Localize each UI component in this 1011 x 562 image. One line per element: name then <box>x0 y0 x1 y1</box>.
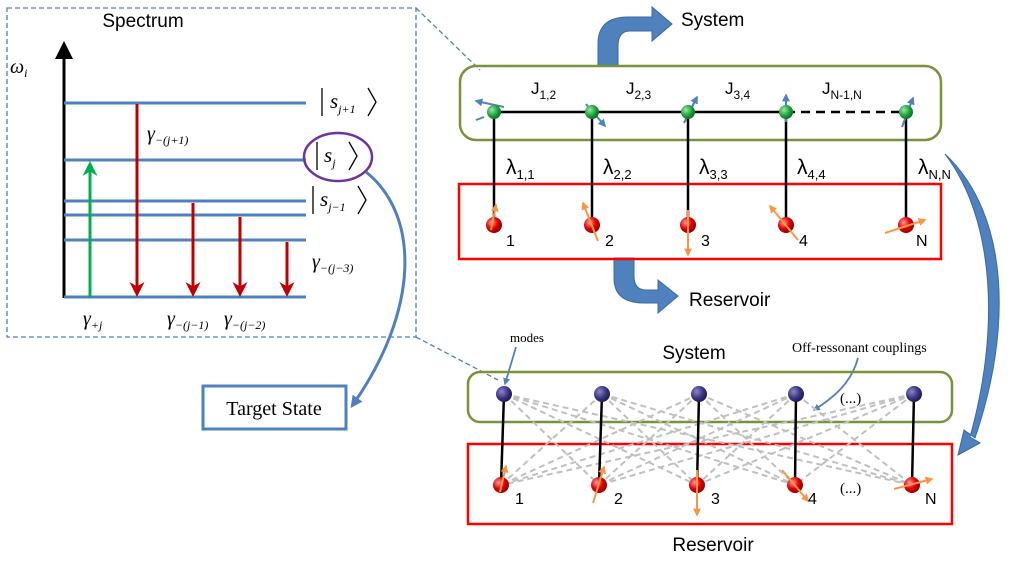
mode-node-4 <box>788 386 804 402</box>
ket-s-j-plus-1: sj+1 <box>321 87 377 117</box>
modes-pointer <box>503 346 517 386</box>
bottom-spin-labels: 1 2 3 4 N <box>515 491 937 508</box>
svg-text:3: 3 <box>701 233 710 250</box>
svg-text:2: 2 <box>614 491 623 508</box>
svg-text:1: 1 <box>515 491 524 508</box>
rate-gamma-plus-j: γ+j <box>83 308 103 332</box>
svg-text:3: 3 <box>711 491 720 508</box>
system-up-arrow <box>597 5 673 67</box>
off-resonant-couplings <box>500 393 915 486</box>
lambda-label-n: λN,N <box>918 156 951 182</box>
top-spin-1 <box>486 217 502 233</box>
ellipsis-top: (...) <box>840 391 861 407</box>
lambda-labels: λ1,1 λ2,2 λ3,3 λ4,4 λN,N <box>506 156 951 182</box>
target-level-ellipse <box>302 131 374 183</box>
svg-text:sj: sj <box>324 143 336 170</box>
top-reservoir-spins <box>486 201 927 257</box>
rate-labels: γ−(j+1) γ−(j−3) γ+j γ−(j−1) γ−(j−2) <box>83 123 353 332</box>
svg-text:sj+1: sj+1 <box>330 89 356 116</box>
j-label-2-3: J2,3 <box>626 79 652 102</box>
top-spin-n <box>898 217 914 233</box>
svg-text:2: 2 <box>605 233 614 250</box>
system-node-n <box>899 105 913 119</box>
bottom-reservoir-label: Reservoir <box>672 535 754 556</box>
system-node-4 <box>779 105 793 119</box>
lambda-label-1: λ1,1 <box>506 156 535 182</box>
ket-labels: sj+1 sj sj−1 <box>312 87 377 215</box>
top-system-box <box>458 64 943 142</box>
rate-gamma-j-minus-3: γ−(j−3) <box>312 251 353 275</box>
mode-node-1 <box>496 386 512 402</box>
svg-text:N: N <box>925 491 937 508</box>
j-label-1-2: J1,2 <box>531 79 557 102</box>
svg-text:1: 1 <box>506 233 515 250</box>
top-reservoir-label: Reservoir <box>689 290 771 311</box>
svg-text:sj−1: sj−1 <box>320 187 346 214</box>
bottom-reservoir-spins <box>493 464 934 517</box>
right-transition-arrow <box>944 153 1000 456</box>
bottom-reservoir-box <box>466 442 954 526</box>
mode-node-n <box>906 386 922 402</box>
system-node-2 <box>585 105 599 119</box>
system-node-1 <box>487 105 501 119</box>
top-system-label: System <box>681 10 744 31</box>
system-node-3 <box>681 105 695 119</box>
svg-text:4: 4 <box>808 491 817 508</box>
j-coupling-labels: J1,2 J2,3 J3,4 JN-1,N <box>531 79 862 102</box>
rate-gamma-j-minus-1: γ−(j−1) <box>167 308 208 332</box>
bottom-system-box <box>466 370 954 424</box>
energy-axis-label: ωi <box>10 56 27 80</box>
lambda-label-4: λ4,4 <box>797 156 826 182</box>
bottom-system-label: System <box>662 343 725 364</box>
ket-s-j: sj <box>316 141 358 171</box>
target-state-label: Target State <box>226 398 322 420</box>
spectrum-title: Spectrum <box>102 11 183 32</box>
rate-gamma-j-minus-2: γ−(j−2) <box>224 308 265 332</box>
svg-text:4: 4 <box>799 233 808 250</box>
svg-text:N: N <box>916 233 928 250</box>
off-resonant-pointer <box>812 357 859 411</box>
mode-nodes <box>496 386 922 402</box>
mode-node-2 <box>594 386 610 402</box>
reservoir-down-arrow <box>613 257 679 315</box>
energy-levels <box>64 101 306 299</box>
j-label-n-1-n: JN-1,N <box>822 79 862 102</box>
top-system-nodes <box>474 93 915 128</box>
j-label-3-4: J3,4 <box>725 79 751 102</box>
zoom-lines <box>415 7 499 381</box>
target-arrow <box>350 170 407 408</box>
top-spin-labels: 1 2 3 4 N <box>506 233 928 250</box>
modes-label: modes <box>510 330 544 345</box>
decay-arrows <box>129 104 295 297</box>
ellipsis-bottom: (...) <box>840 481 861 497</box>
mode-node-3 <box>691 386 707 402</box>
spectrum-frame <box>6 7 417 338</box>
ket-s-j-minus-1: sj−1 <box>312 185 367 215</box>
target-state-box <box>201 384 348 431</box>
lambda-label-3: λ3,3 <box>699 156 728 182</box>
lambda-label-2: λ2,2 <box>603 156 632 182</box>
rate-gamma-j-plus-1: γ−(j+1) <box>147 123 188 147</box>
top-reservoir-box <box>457 182 943 261</box>
off-resonant-label: Off-ressonant couplings <box>792 341 927 356</box>
